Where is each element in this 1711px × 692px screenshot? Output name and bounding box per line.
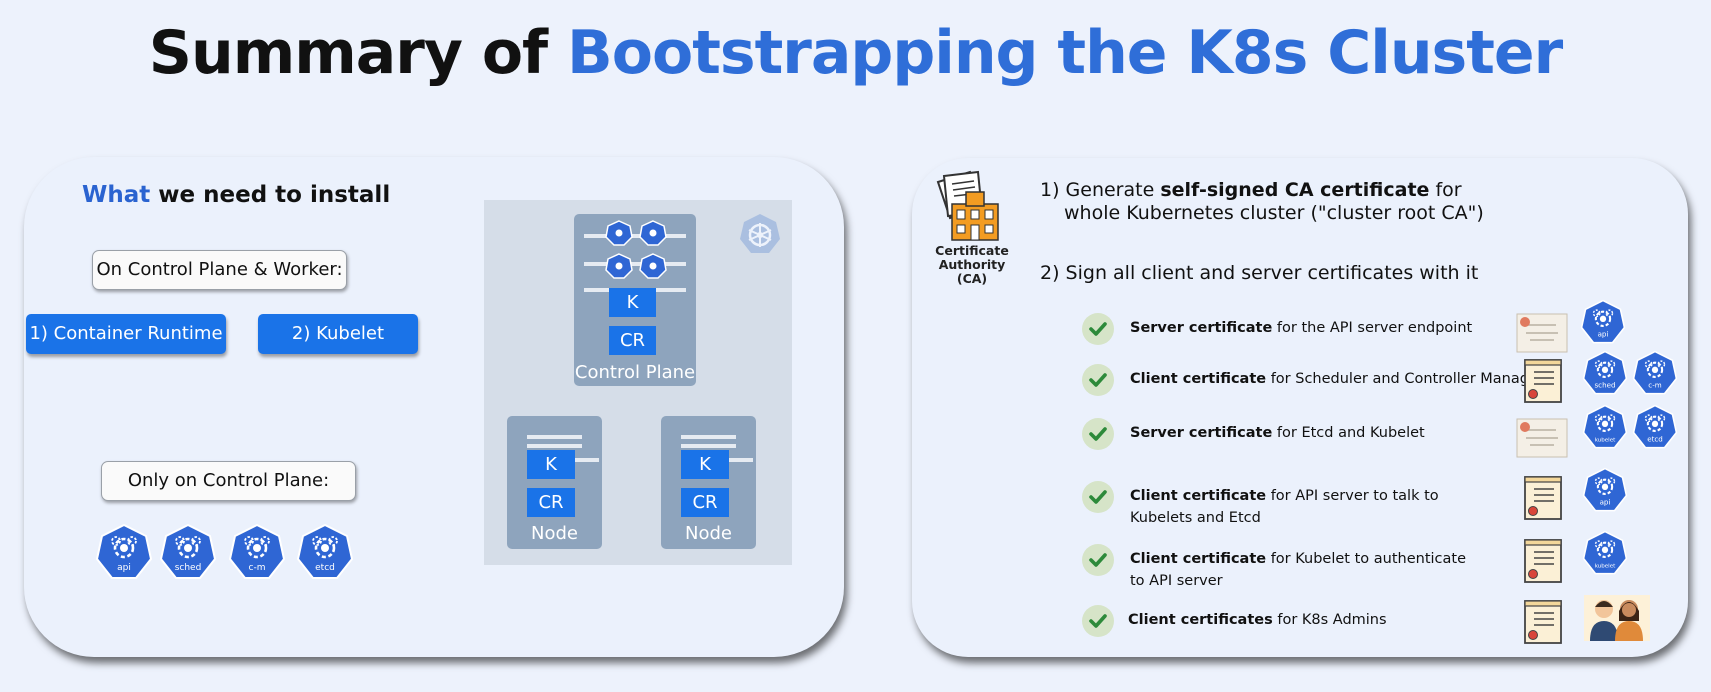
install-subhead: What we need to install: [82, 182, 390, 208]
cert-row-text: Server certificate for Etcd and Kubelet: [1130, 422, 1425, 444]
certificate-icon: [1522, 599, 1564, 645]
node-2-container-runtime: CR: [681, 488, 729, 517]
svg-text:api: api: [117, 563, 131, 573]
cert-purpose: for K8s Admins: [1272, 612, 1387, 628]
svg-text:etcd: etcd: [315, 563, 335, 573]
k8s-admins-icon: [1584, 595, 1650, 641]
title-part-2: Bootstrapping the K8s Cluster: [567, 18, 1563, 88]
cert-type: Client certificates: [1128, 612, 1273, 628]
step-1-line-2: whole Kubernetes cluster ("cluster root …: [1064, 202, 1484, 224]
component-etcd-icon: etcd: [296, 523, 354, 581]
cert-row-text: Client certificate for API server to tal…: [1130, 485, 1439, 529]
component-kubelet-icon: kubelet: [1582, 530, 1628, 576]
step-1-suffix: for: [1429, 179, 1462, 201]
container-runtime-box: 1) Container Runtime: [26, 314, 226, 354]
component-etcd-icon: etcd: [1632, 404, 1678, 450]
node-2-label: Node: [685, 523, 732, 544]
cert-purpose-line-2: Kubelets and Etcd: [1130, 510, 1261, 526]
subhead-rest: we need to install: [150, 182, 391, 208]
cert-type: Client certificate: [1130, 488, 1267, 504]
node-1-container-runtime: CR: [527, 488, 575, 517]
svg-text:api: api: [1600, 497, 1611, 506]
certificate-icon: [1522, 475, 1564, 521]
ca-label-line-2: Authority (CA): [938, 257, 1006, 286]
cert-row-text: Server certificate for the API server en…: [1130, 317, 1472, 339]
cert-purpose: for Etcd and Kubelet: [1272, 425, 1425, 441]
svg-text:sched: sched: [175, 563, 202, 573]
svg-text:kubelet: kubelet: [1595, 437, 1616, 443]
checkmark-icon: [1082, 544, 1114, 576]
cert-purpose: for Scheduler and Controller Manager: [1266, 371, 1544, 387]
svg-text:etcd: etcd: [1647, 434, 1663, 443]
step-1-prefix: 1) Generate: [1040, 179, 1161, 201]
only-control-plane-label: Only on Control Plane:: [101, 461, 356, 501]
step-1: 1) Generate self-signed CA certificate f…: [1040, 179, 1484, 225]
certificate-icon: [1516, 313, 1568, 353]
svg-text:c-m: c-m: [249, 563, 266, 573]
checkmark-icon: [1082, 364, 1114, 396]
cert-type: Client certificate: [1130, 371, 1267, 387]
component-api-icon: api: [1580, 299, 1626, 345]
cert-type: Server certificate: [1130, 425, 1273, 441]
component-api-icon: api: [95, 523, 153, 581]
ca-label-line-1: Certificate: [935, 243, 1009, 258]
worker-node-2: K CR Node: [661, 416, 756, 549]
component-c-m-icon: c-m: [1632, 350, 1678, 396]
kubernetes-logo-icon: [738, 212, 782, 256]
cert-type: Server certificate: [1130, 320, 1273, 336]
step-2: 2) Sign all client and server certificat…: [1040, 262, 1479, 284]
certificate-icon: [1516, 418, 1568, 458]
subhead-highlight: What: [82, 182, 151, 208]
node-1-kubelet: K: [527, 450, 575, 479]
cert-type: Client certificate: [1130, 551, 1267, 567]
component-api-icon: api: [1582, 467, 1628, 513]
step-1-bold: self-signed CA certificate: [1160, 179, 1430, 201]
checkmark-icon: [1082, 418, 1114, 450]
checkmark-icon: [1082, 605, 1114, 637]
cluster-diagram: K CR Control Plane K CR Node K CR Node: [484, 200, 792, 565]
node-1-label: Node: [531, 523, 578, 544]
control-plane-box: K CR Control Plane: [574, 214, 696, 386]
certificate-authority-icon: [930, 168, 1006, 244]
component-c-m-icon: c-m: [228, 523, 286, 581]
svg-text:c-m: c-m: [1648, 380, 1661, 389]
cert-row-text: Client certificate for Kubelet to authen…: [1130, 548, 1466, 592]
cert-row-text: Client certificates for K8s Admins: [1128, 609, 1387, 631]
mini-component-icons: [574, 214, 696, 294]
control-plane-kubelet: K: [609, 288, 656, 317]
svg-text:sched: sched: [1594, 380, 1615, 389]
control-plane-container-runtime: CR: [609, 326, 656, 355]
certificate-icon: [1522, 538, 1564, 584]
cert-purpose: for Kubelet to authenticate: [1266, 551, 1466, 567]
svg-text:api: api: [1598, 329, 1609, 338]
cert-purpose-line-2: to API server: [1130, 573, 1223, 589]
node-2-kubelet: K: [681, 450, 729, 479]
control-plane-worker-label: On Control Plane & Worker:: [92, 250, 347, 290]
kubelet-box: 2) Kubelet: [258, 314, 418, 354]
cert-purpose: for the API server endpoint: [1272, 320, 1473, 336]
checkmark-icon: [1082, 481, 1114, 513]
component-sched-icon: sched: [1582, 350, 1628, 396]
svg-text:kubelet: kubelet: [1595, 563, 1616, 569]
cert-purpose: for API server to talk to: [1266, 488, 1439, 504]
checkmark-icon: [1082, 313, 1114, 345]
certificate-icon: [1522, 358, 1564, 404]
control-plane-label: Control Plane: [574, 362, 696, 383]
component-sched-icon: sched: [159, 523, 217, 581]
worker-node-1: K CR Node: [507, 416, 602, 549]
page-title: Summary of Bootstrapping the K8s Cluster: [0, 18, 1711, 88]
title-part-1: Summary of: [148, 18, 568, 88]
component-kubelet-icon: kubelet: [1582, 404, 1628, 450]
cert-row-text: Client certificate for Scheduler and Con…: [1130, 368, 1544, 390]
